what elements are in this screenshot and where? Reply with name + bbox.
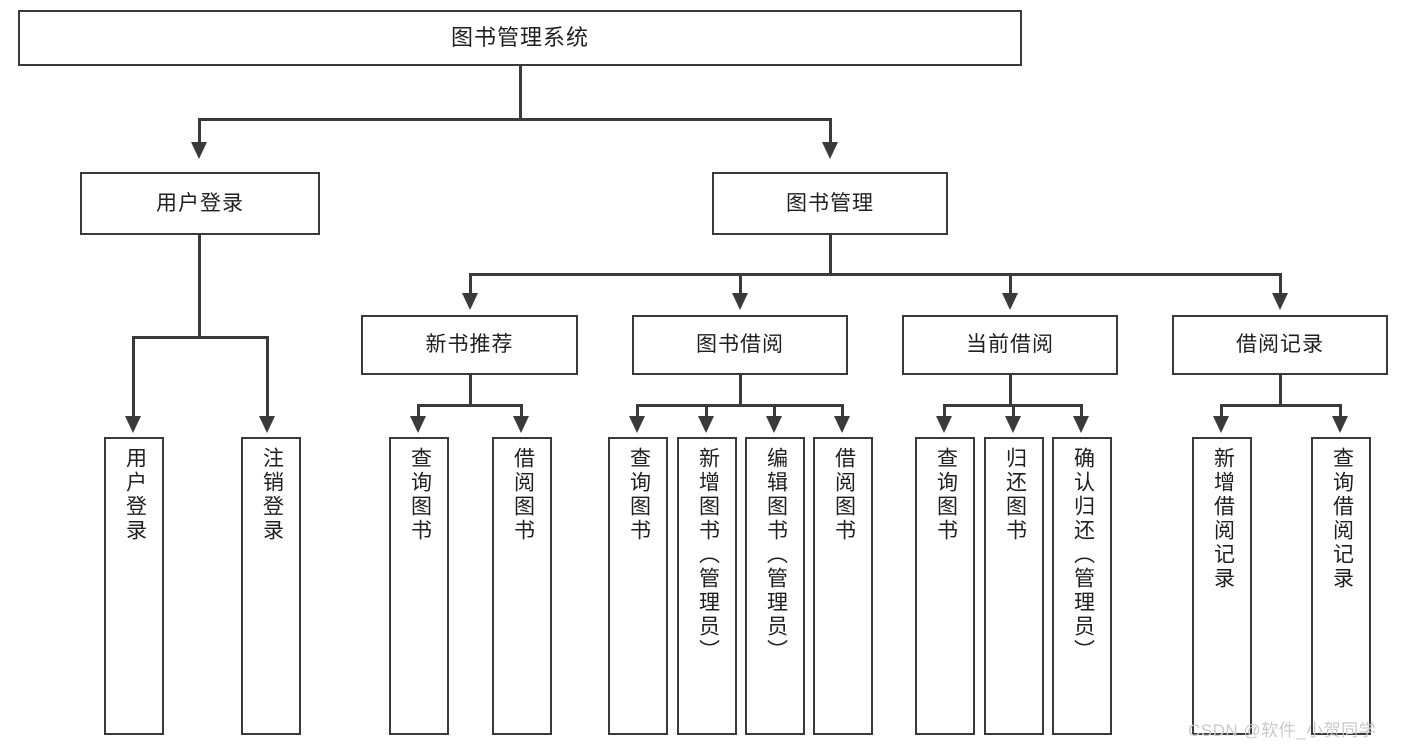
arrowhead-current-borrow [1002,293,1018,310]
node-borrow-record[interactable]: 借阅记录 [1172,315,1388,375]
arrowhead-book-management [822,142,838,159]
node-label: 查询图书 [934,447,958,543]
node-label: 借阅图书 [832,447,856,543]
node-label: 新书推荐 [425,333,514,357]
connector-level3-bus [469,273,1282,276]
arrowhead-leaf-query-book-2 [629,416,645,433]
node-label: 用户登录 [156,191,244,215]
node-label: 图书管理 [786,191,874,215]
connector-new-book-stem [469,375,472,406]
connector-user-login-stem [198,235,201,336]
node-book-borrow[interactable]: 图书借阅 [632,315,848,375]
connector-root-stem [519,66,522,118]
connector-new-book-leaf-2 [520,404,523,418]
leaf-borrow-book-recommend[interactable]: 借阅图书 [492,437,552,735]
arrowhead-leaf-return-book [1005,416,1021,433]
leaf-user-login[interactable]: 用户登录 [104,437,164,735]
leaf-borrow-book[interactable]: 借阅图书 [813,437,873,735]
node-label: 确认归还（管理员） [1071,447,1095,663]
leaf-return-book[interactable]: 归还图书 [984,437,1044,735]
connector-new-book-leaf-1 [417,404,420,418]
connector-to-borrow-record [1279,273,1282,296]
connector-current-borrow-leaf-1 [943,404,946,418]
connector-book-borrow-leaf-1 [636,404,639,418]
leaf-add-book-admin[interactable]: 新增图书（管理员） [677,437,737,735]
connector-user-login-leaf-1 [132,336,135,418]
node-label: 图书借阅 [696,333,784,357]
arrowhead-leaf-query-book-1 [410,416,426,433]
arrowhead-leaf-confirm-return [1073,416,1089,433]
node-label: 查询图书 [627,447,651,543]
connector-to-current-borrow [1009,273,1012,296]
leaf-add-borrow-record[interactable]: 新增借阅记录 [1192,437,1252,735]
node-root-book-management-system[interactable]: 图书管理系统 [18,10,1022,66]
arrowhead-leaf-logout [259,416,275,433]
node-label: 借阅图书 [511,447,535,543]
leaf-query-book-borrow[interactable]: 查询图书 [608,437,668,735]
connector-borrow-record-leaf-2 [1339,404,1342,418]
connector-borrow-record-leaf-1 [1220,404,1223,418]
connector-user-login-bus [132,336,269,339]
node-label: 借阅记录 [1236,333,1324,357]
connector-to-user-login [198,118,201,145]
leaf-query-borrow-record[interactable]: 查询借阅记录 [1311,437,1371,735]
leaf-edit-book-admin[interactable]: 编辑图书（管理员） [745,437,805,735]
connector-current-borrow-bus [943,404,1080,407]
leaf-confirm-return-admin[interactable]: 确认归还（管理员） [1052,437,1112,735]
arrowhead-leaf-query-record [1332,416,1348,433]
node-current-borrow[interactable]: 当前借阅 [902,315,1118,375]
arrowhead-borrow-record [1272,293,1288,310]
connector-borrow-record-bus [1220,404,1342,407]
node-label: 查询借阅记录 [1330,447,1354,591]
connector-current-borrow-leaf-2 [1012,404,1015,418]
node-label: 用户登录 [123,447,147,543]
node-new-book-recommend[interactable]: 新书推荐 [361,315,578,375]
arrowhead-leaf-borrow-book-2 [834,416,850,433]
connector-current-borrow-leaf-3 [1080,404,1083,418]
connector-book-borrow-leaf-2 [705,404,708,418]
connector-user-login-leaf-2 [266,336,269,418]
node-label: 当前借阅 [966,333,1054,357]
arrowhead-leaf-query-book-3 [936,416,952,433]
node-user-login[interactable]: 用户登录 [80,172,320,235]
connector-to-new-book [469,273,472,296]
node-label: 新增图书（管理员） [696,447,720,663]
connector-to-book-management [829,118,832,145]
connector-book-borrow-leaf-4 [841,404,844,418]
connector-book-borrow-leaf-3 [773,404,776,418]
connector-to-book-borrow [739,273,742,296]
leaf-query-book-recommend[interactable]: 查询图书 [389,437,449,735]
arrowhead-new-book-recommend [462,293,478,310]
arrowhead-leaf-borrow-book-1 [513,416,529,433]
connector-book-borrow-stem [739,375,742,406]
csdn-watermark: CSDN @软件_小贺同学 [1188,721,1377,740]
arrowhead-leaf-add-book [698,416,714,433]
node-book-management[interactable]: 图书管理 [712,172,948,235]
connector-new-book-bus [417,404,523,407]
connector-borrow-record-stem [1279,375,1282,406]
node-label: 查询图书 [408,447,432,543]
node-label: 图书管理系统 [450,24,589,50]
node-label: 编辑图书（管理员） [764,447,788,663]
connector-book-management-stem [829,235,832,275]
node-label: 新增借阅记录 [1211,447,1235,591]
connector-level2-bus [198,118,832,121]
leaf-logout[interactable]: 注销登录 [241,437,301,735]
node-label: 注销登录 [260,447,284,543]
connector-book-borrow-bus [636,404,843,407]
arrowhead-user-login [191,142,207,159]
arrowhead-leaf-add-record [1213,416,1229,433]
arrowhead-leaf-edit-book [766,416,782,433]
connector-current-borrow-stem [1009,375,1012,406]
leaf-query-book-current[interactable]: 查询图书 [915,437,975,735]
arrowhead-leaf-user-login [125,416,141,433]
node-label: 归还图书 [1003,447,1027,543]
arrowhead-book-borrow [732,293,748,310]
